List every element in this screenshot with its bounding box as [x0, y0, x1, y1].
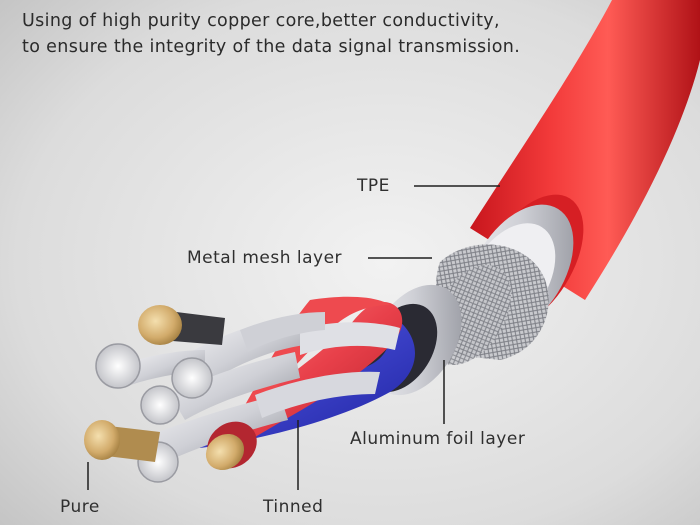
headline-line-2: to ensure the integrity of the data sign…: [22, 37, 521, 57]
headline: Using of high purity copper core,better …: [22, 8, 520, 60]
tpe-label: TPE: [357, 176, 390, 196]
aluminum-foil-layer-label: Aluminum foil layer: [350, 429, 526, 449]
callout-lines: [87, 185, 500, 490]
conductor-ends: [84, 305, 257, 471]
metal-mesh-layer-label: Metal mesh layer: [187, 248, 343, 268]
tinned-label: Tinned: [263, 497, 324, 517]
strand-ends: [95, 343, 213, 483]
headline-line-1: Using of high purity copper core,better …: [22, 11, 500, 31]
silver-strands: [120, 312, 400, 462]
pure-label: Pure: [60, 497, 100, 517]
